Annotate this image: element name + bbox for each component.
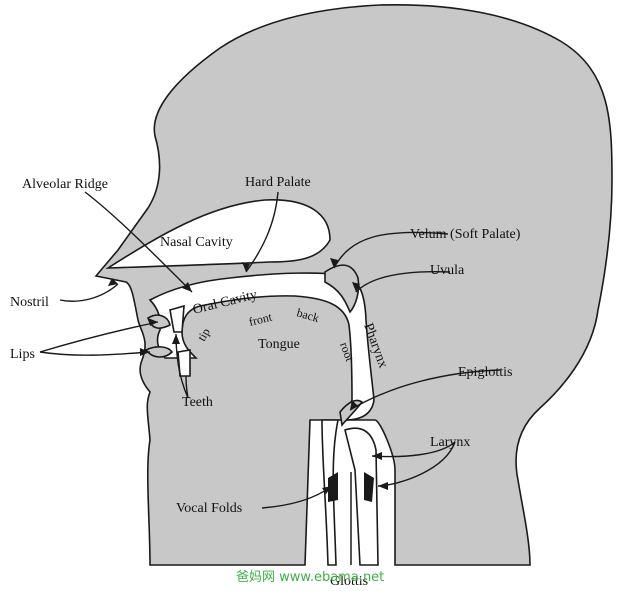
back-label: back: [295, 305, 321, 325]
laryngeal-airway: [344, 427, 379, 566]
nostril-label: Nostril: [10, 295, 49, 310]
tip-label: tip: [194, 326, 212, 344]
front-label: front: [247, 310, 274, 329]
uvula-label: Uvula: [430, 263, 465, 278]
lower-lip: [144, 346, 174, 358]
vocal-folds-label: Vocal Folds: [176, 501, 242, 516]
velum-label: Velum (Soft Palate): [410, 227, 521, 242]
alveolar-ridge-label: Alveolar Ridge: [22, 177, 108, 192]
vocal-fold-right: [364, 472, 374, 502]
lips-label: Lips: [10, 347, 35, 362]
epiglottis-label: Epiglottis: [458, 365, 512, 380]
nasal-cavity-label: Nasal Cavity: [160, 235, 233, 250]
nasal-cavity: [105, 199, 331, 269]
velum: [324, 264, 360, 314]
upper-teeth: [169, 304, 185, 333]
hard-palate-label: Hard Palate: [245, 175, 311, 190]
vocal-fold-left: [328, 472, 338, 502]
upper-lip: [147, 314, 171, 329]
glottis-label: Glottis: [330, 574, 368, 589]
larynx-label: Larynx: [430, 435, 470, 450]
arrowheads: [108, 258, 388, 494]
watermark: 爸妈网 www.ebama.net: [236, 570, 384, 585]
teeth-label: Teeth: [182, 395, 213, 410]
tongue-label: Tongue: [258, 337, 300, 352]
root-label: root: [337, 340, 357, 364]
